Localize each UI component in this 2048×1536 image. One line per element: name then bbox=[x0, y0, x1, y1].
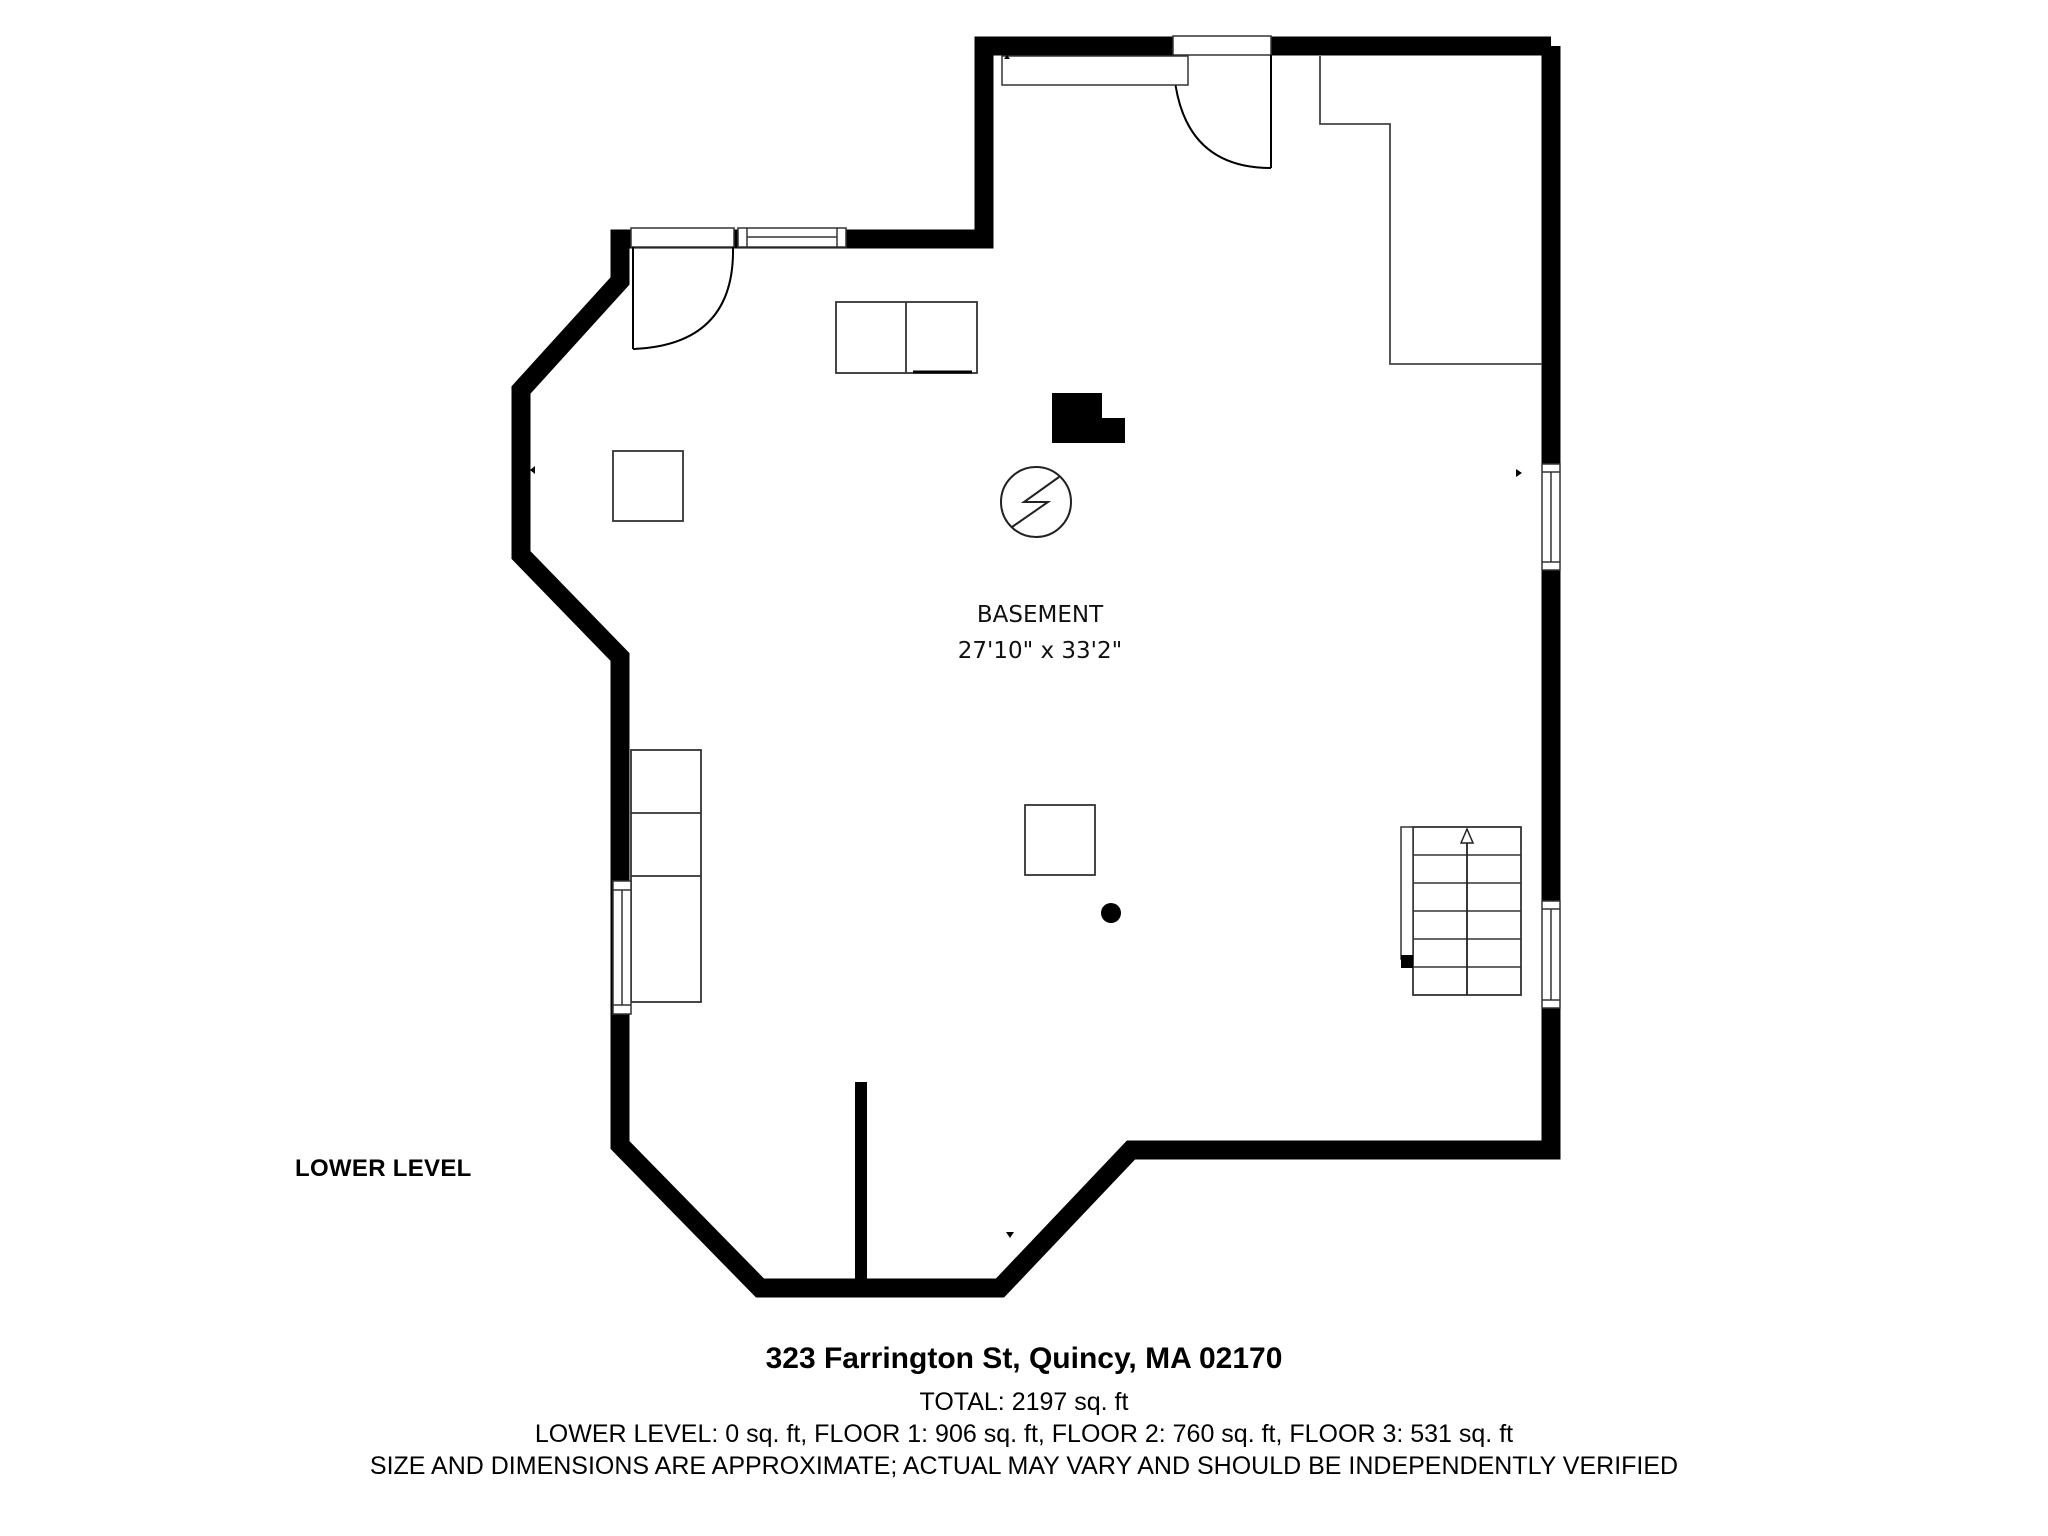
marker-icon bbox=[1516, 469, 1522, 477]
furnace bbox=[1052, 393, 1125, 443]
marker-icon bbox=[1006, 1232, 1014, 1238]
square-box-center bbox=[1024, 804, 1096, 876]
window-top-left bbox=[737, 227, 847, 248]
window-right-upper bbox=[1516, 463, 1561, 571]
window-right-lower bbox=[1541, 900, 1561, 1009]
marker-icon bbox=[1004, 55, 1010, 59]
total-area: TOTAL: 2197 sq. ft bbox=[919, 1388, 1129, 1416]
column-post bbox=[1101, 903, 1121, 923]
level-label: LOWER LEVEL bbox=[295, 1155, 472, 1182]
room-dimensions-basement: 27'10" x 33'2" bbox=[957, 638, 1123, 664]
exterior-walls bbox=[511, 36, 1561, 1298]
water-heater bbox=[1000, 466, 1072, 538]
area-breakdown: LOWER LEVEL: 0 sq. ft, FLOOR 1: 906 sq. … bbox=[534, 1420, 1514, 1448]
arrow-up-icon bbox=[1459, 827, 1475, 844]
room-name-basement: BASEMENT bbox=[976, 602, 1104, 628]
disclaimer: SIZE AND DIMENSIONS ARE APPROXIMATE; ACT… bbox=[369, 1452, 1679, 1480]
property-address: 323 Farrington St, Quincy, MA 02170 bbox=[765, 1342, 1283, 1375]
counter-top bbox=[1001, 55, 1189, 86]
cabinet-pair bbox=[835, 301, 978, 374]
shelving-left bbox=[630, 749, 702, 1003]
door-top-left bbox=[630, 227, 735, 350]
partition-wall bbox=[855, 1082, 867, 1287]
square-box-left bbox=[612, 450, 684, 522]
marker-icon bbox=[530, 466, 535, 474]
closet-right bbox=[1319, 56, 1542, 365]
staircase bbox=[1400, 826, 1522, 996]
window-left bbox=[612, 880, 632, 1015]
